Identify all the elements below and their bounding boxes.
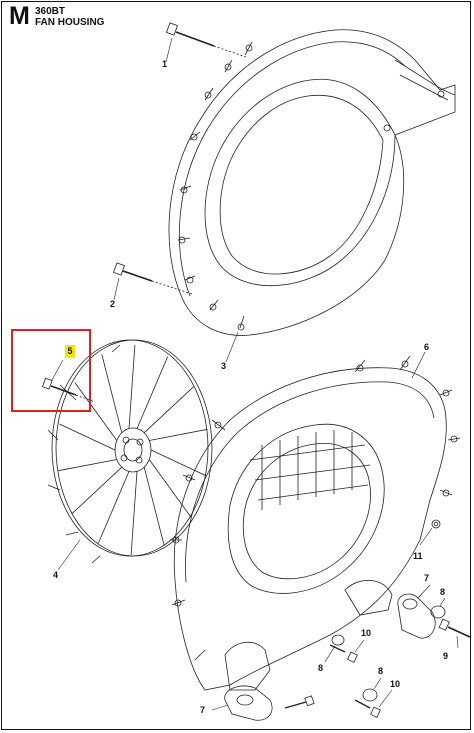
- fan-blade: [102, 354, 122, 433]
- clamp-7-right: [398, 585, 435, 638]
- leader-4: [58, 540, 80, 570]
- fan-blade: [131, 471, 137, 555]
- screw-10-b: [355, 690, 392, 717]
- screw-bottom-drawing: [285, 696, 314, 708]
- callout-8-middle[interactable]: 8: [318, 663, 324, 673]
- callout-10-lower[interactable]: 10: [390, 679, 401, 689]
- callout-2[interactable]: 1: [162, 59, 168, 69]
- callout-11[interactable]: 11: [413, 551, 423, 561]
- fan-impeller: [48, 340, 212, 563]
- fan-blade: [98, 471, 129, 543]
- fan-blade: [59, 460, 117, 471]
- fan-blade: [144, 387, 193, 433]
- callout-8-bottom[interactable]: 8: [378, 666, 384, 676]
- callout-9[interactable]: 9: [443, 651, 449, 661]
- callout-4[interactable]: 4: [53, 570, 59, 580]
- fan-housing-cover: [169, 30, 455, 336]
- fan-blade: [59, 424, 115, 450]
- fan-blade: [129, 345, 135, 429]
- fan-blade: [149, 460, 191, 518]
- diagram-title: FAN HOUSING: [35, 17, 105, 28]
- callout-5-highlighted[interactable]: 5: [65, 345, 75, 358]
- callout-8-right[interactable]: 8: [440, 587, 446, 597]
- callout-10-upper[interactable]: 10: [361, 628, 372, 638]
- screw-10-a: [330, 640, 364, 662]
- screw-2-drawing: [166, 23, 246, 62]
- fan-housing-frame: [170, 356, 460, 690]
- callout-3[interactable]: 2: [110, 299, 116, 309]
- leader-1: [226, 332, 238, 362]
- clip-8-c: [363, 678, 381, 701]
- fan-blade: [144, 467, 164, 546]
- callout-7-left[interactable]: 7: [200, 705, 206, 715]
- clamp-7-left: [212, 686, 272, 720]
- fan-blade: [75, 383, 117, 441]
- nut-11-drawing: [420, 520, 440, 545]
- screw-3-drawing: [114, 263, 192, 300]
- clip-8-b: [325, 635, 344, 662]
- section-letter: M: [9, 2, 30, 30]
- fan-blade: [137, 357, 168, 429]
- highlight-box: [11, 329, 91, 412]
- screw-9-drawing: [439, 619, 470, 648]
- fan-blade: [149, 429, 207, 440]
- screw-5-drawing: [42, 360, 95, 402]
- fan-blade: [151, 450, 207, 476]
- callout-7-right[interactable]: 7: [424, 573, 430, 583]
- callout-1[interactable]: 3: [221, 361, 227, 371]
- fan-blade: [72, 467, 121, 513]
- leader-6: [412, 352, 425, 378]
- callout-6[interactable]: 6: [424, 342, 430, 352]
- model-name: 360BT: [35, 6, 66, 17]
- clip-8-a: [431, 598, 445, 618]
